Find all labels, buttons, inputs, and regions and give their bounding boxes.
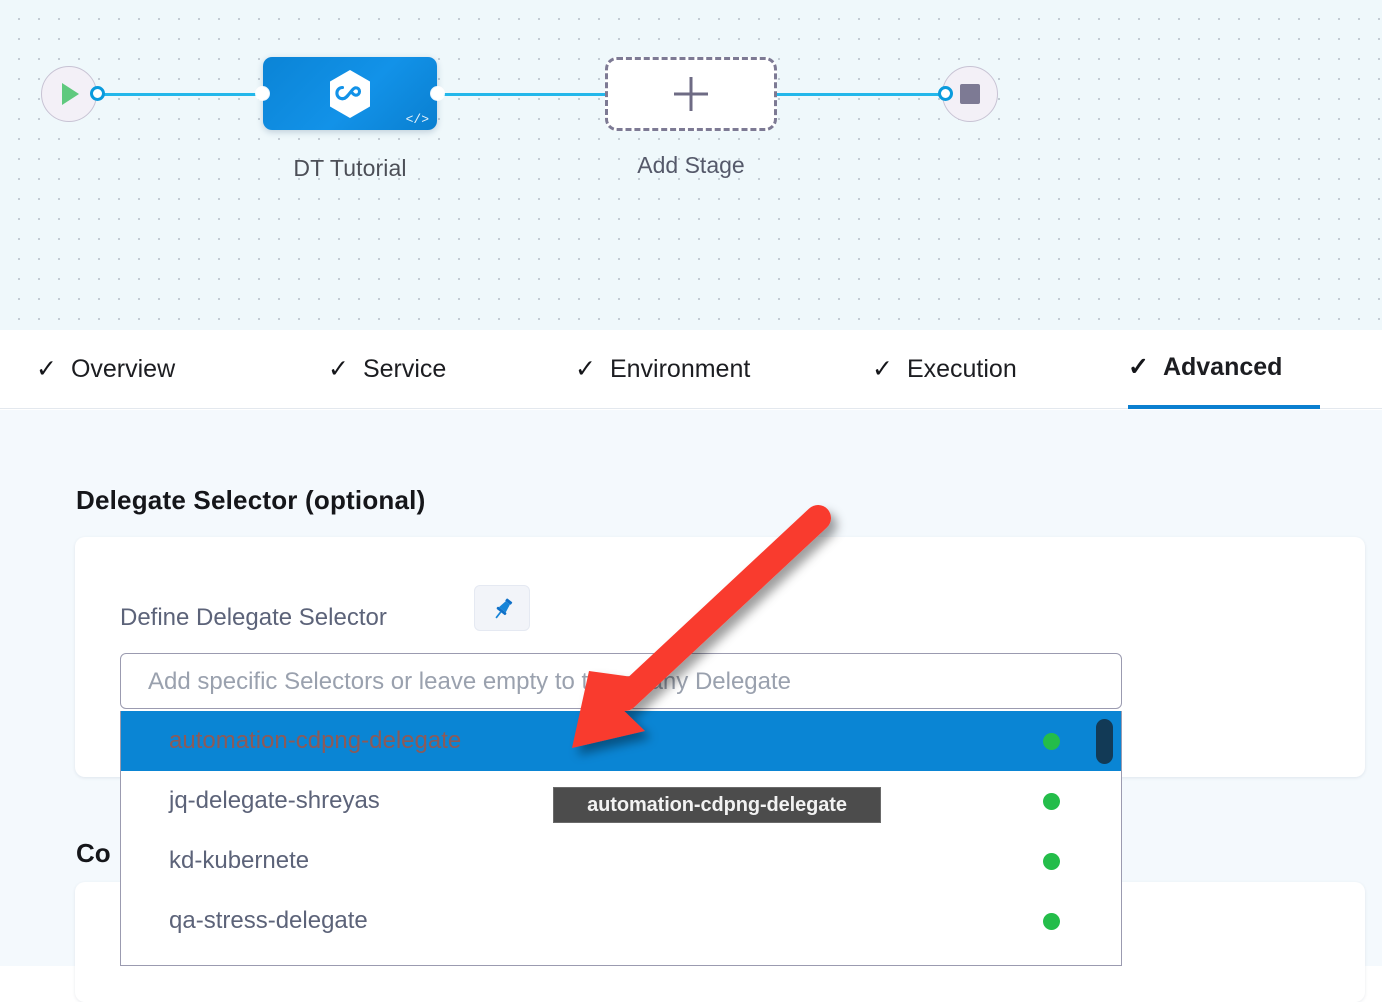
dropdown-option-jq-delegate-shreyas[interactable]: jq-delegate-shreyas bbox=[121, 771, 1121, 831]
check-icon: ✓ bbox=[36, 355, 57, 383]
pipeline-canvas[interactable]: </> DT Tutorial Add Stage bbox=[0, 0, 1382, 330]
port-end-input[interactable] bbox=[938, 86, 953, 101]
play-icon bbox=[62, 83, 79, 105]
status-dot-connected bbox=[1043, 732, 1060, 750]
check-icon: ✓ bbox=[575, 355, 596, 383]
pushpin-icon bbox=[495, 598, 513, 619]
tab-advanced[interactable]: ✓ Advanced bbox=[1128, 330, 1321, 409]
pipeline-start-node[interactable] bbox=[41, 66, 97, 122]
dropdown-option-qa-stress-delegate[interactable]: qa-stress-delegate bbox=[121, 891, 1121, 951]
tab-execution-label: Execution bbox=[906, 355, 1017, 383]
edge-start-to-stage bbox=[97, 93, 267, 96]
tab-environment-label: Environment bbox=[609, 355, 751, 383]
delegate-selector-dropdown[interactable]: automation-cdpng-delegate jq-delegate-sh… bbox=[120, 711, 1122, 966]
dropdown-option-label: qa-stress-delegate bbox=[169, 907, 368, 934]
dropdown-option-label: automation-cdpng-delegate bbox=[169, 727, 462, 754]
tab-overview-label: Overview bbox=[70, 355, 176, 383]
dropdown-option-kd-kubernete[interactable]: kd-kubernete bbox=[121, 831, 1121, 891]
stop-square-icon bbox=[960, 84, 980, 104]
status-dot-connected bbox=[1043, 792, 1060, 810]
tab-environment[interactable]: ✓ Environment bbox=[575, 330, 750, 409]
delegate-name-tooltip: automation-cdpng-delegate bbox=[553, 787, 881, 823]
port-stage-output[interactable] bbox=[431, 87, 444, 100]
pushpin-button[interactable] bbox=[474, 585, 530, 631]
delegate-selector-placeholder: Add specific Selectors or leave empty to… bbox=[148, 668, 792, 695]
tab-service-label: Service bbox=[362, 355, 447, 383]
stage-label: DT Tutorial bbox=[293, 155, 407, 181]
check-icon: ✓ bbox=[328, 355, 349, 383]
tab-advanced-label: Advanced bbox=[1162, 353, 1283, 381]
add-stage-label: Add Stage bbox=[637, 152, 745, 178]
tab-execution[interactable]: ✓ Execution bbox=[872, 330, 1017, 409]
next-section-heading: Co bbox=[76, 838, 111, 868]
delegate-selector-input[interactable]: Add specific Selectors or leave empty to… bbox=[120, 653, 1122, 709]
status-dot-connected bbox=[1043, 852, 1060, 870]
port-stage-input[interactable] bbox=[256, 87, 269, 100]
check-icon: ✓ bbox=[1128, 353, 1149, 381]
tab-overview[interactable]: ✓ Overview bbox=[36, 330, 175, 409]
define-delegate-selector-label: Define Delegate Selector bbox=[120, 604, 387, 631]
plus-icon-vertical bbox=[689, 77, 693, 111]
dropdown-option-label: jq-delegate-shreyas bbox=[169, 787, 380, 814]
tooltip-text: automation-cdpng-delegate bbox=[587, 793, 847, 816]
delegate-selector-heading: Delegate Selector (optional) bbox=[76, 485, 426, 515]
check-icon: ✓ bbox=[872, 355, 893, 383]
port-start-output[interactable] bbox=[90, 86, 105, 101]
stage-node-dt-tutorial[interactable]: </> bbox=[263, 57, 437, 130]
dropdown-option-automation-cdpng-delegate[interactable]: automation-cdpng-delegate bbox=[121, 711, 1121, 771]
edge-add-to-end bbox=[760, 93, 950, 96]
stage-config-tabs: ✓ Overview ✓ Service ✓ Environment ✓ Exe… bbox=[0, 330, 1382, 409]
dropdown-scrollbar-thumb[interactable] bbox=[1096, 719, 1113, 764]
harness-hexagon-icon bbox=[330, 70, 370, 118]
tab-service[interactable]: ✓ Service bbox=[328, 330, 446, 409]
edge-stage-to-add bbox=[437, 93, 617, 96]
status-dot-connected bbox=[1043, 912, 1060, 930]
add-stage-button[interactable] bbox=[605, 57, 777, 131]
code-brackets-icon: </> bbox=[405, 112, 429, 127]
dropdown-option-label: kd-kubernete bbox=[169, 847, 310, 874]
